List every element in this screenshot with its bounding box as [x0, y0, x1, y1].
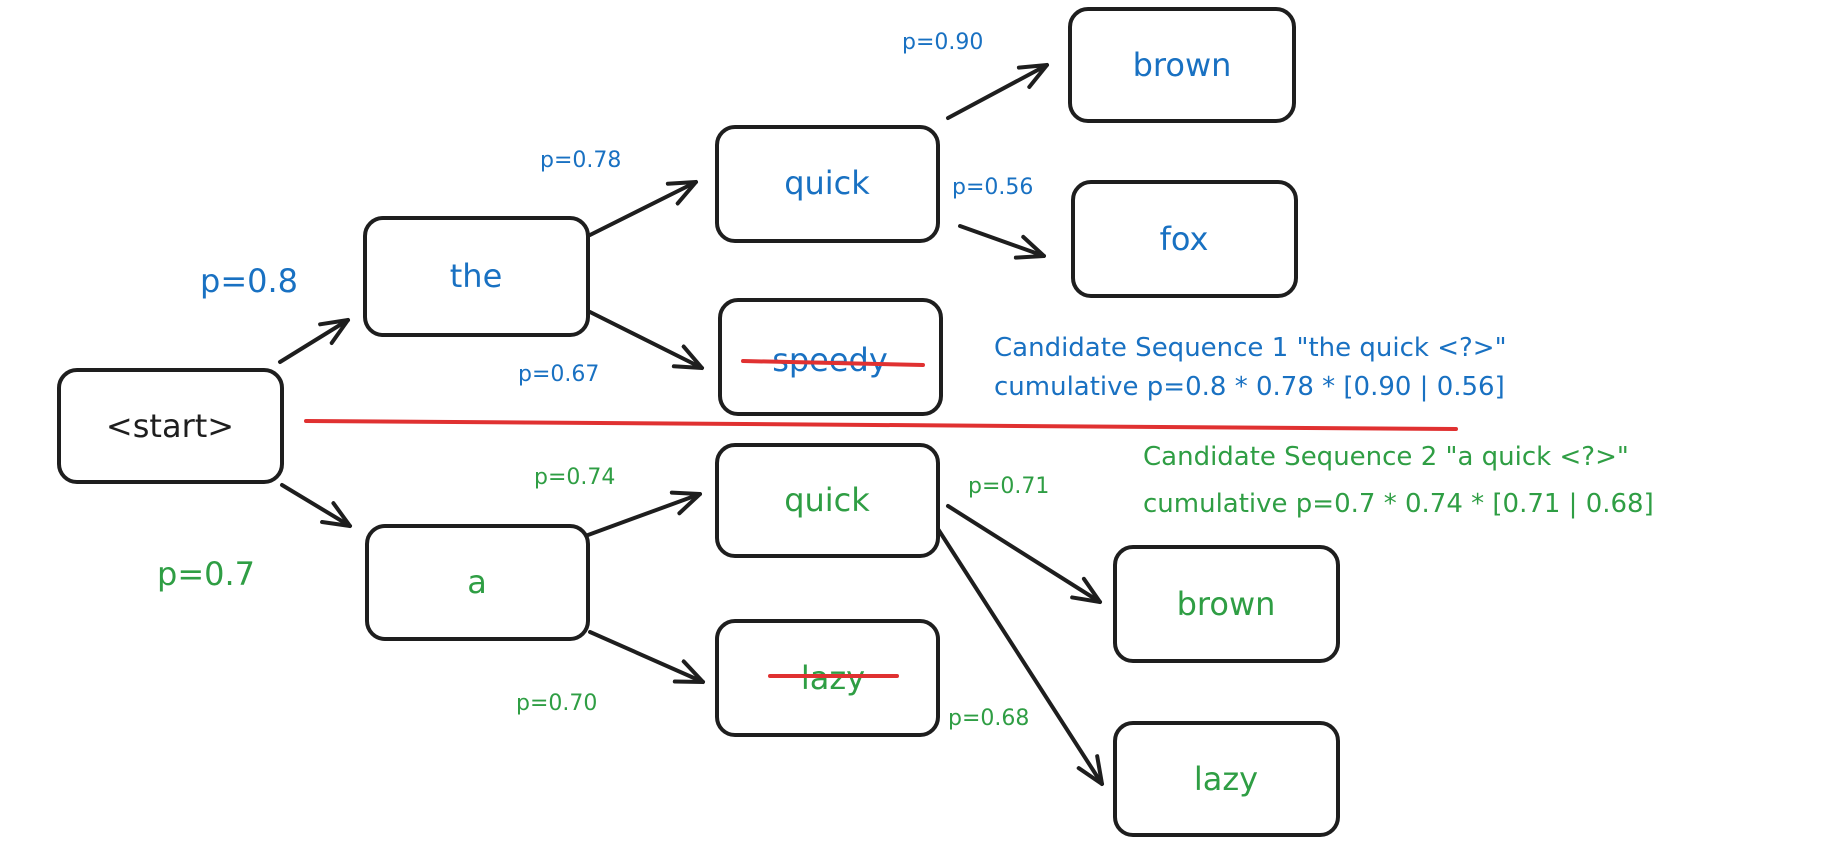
node-label: brown — [1177, 585, 1276, 623]
node-lazy-pruned: lazy — [715, 619, 940, 737]
edge-start-the — [278, 318, 350, 364]
edge-label-quick2-brown: p=0.71 — [968, 474, 1049, 499]
edge-quick2-brown — [946, 504, 1102, 604]
edge-quick-fox — [958, 224, 1046, 260]
edge-label-a-lazy: p=0.70 — [516, 691, 597, 716]
node-label: the — [450, 257, 503, 295]
node-speedy-pruned: speedy — [718, 298, 943, 416]
node-brown-1: brown — [1068, 7, 1296, 123]
node-brown-2: brown — [1113, 545, 1340, 663]
edge-label-quick-brown: p=0.90 — [902, 30, 983, 55]
node-label: quick — [784, 164, 870, 202]
edge-a-lazy — [588, 630, 705, 684]
node-label: <start> — [106, 407, 234, 445]
edge-label-quick2-lazy: p=0.68 — [948, 706, 1029, 731]
node-label: lazy — [1194, 760, 1258, 798]
node-label: fox — [1160, 220, 1209, 258]
edge-a-quick — [586, 490, 702, 537]
node-fox: fox — [1071, 180, 1298, 298]
edge-label-start-a: p=0.7 — [157, 555, 255, 593]
node-quick-1: quick — [715, 125, 940, 243]
node-quick-2: quick — [715, 443, 940, 558]
edge-label-the-quick: p=0.78 — [540, 148, 621, 173]
edge-start-a — [280, 483, 352, 528]
edge-quick-brown — [946, 63, 1049, 120]
edge-quick2-lazy — [936, 527, 1104, 786]
candidate-2-title: Candidate Sequence 2 "a quick <?>" — [1143, 442, 1629, 472]
node-lazy-2: lazy — [1113, 721, 1340, 837]
edges — [278, 63, 1104, 786]
strikethrough — [741, 359, 925, 367]
candidate-2-formula: cumulative p=0.7 * 0.74 * [0.71 | 0.68] — [1143, 489, 1654, 519]
candidate-1-formula: cumulative p=0.8 * 0.78 * [0.90 | 0.56] — [994, 372, 1505, 402]
node-label: a — [467, 563, 487, 601]
candidate-1-title: Candidate Sequence 1 "the quick <?>" — [994, 333, 1507, 363]
beam-separator-line — [304, 419, 1458, 431]
edge-label-quick-fox: p=0.56 — [952, 175, 1033, 200]
node-label: quick — [784, 481, 870, 519]
edge-label-the-speedy: p=0.67 — [518, 362, 599, 387]
node-the: the — [363, 216, 590, 337]
node-start: <start> — [57, 368, 284, 484]
edge-the-speedy — [588, 310, 704, 370]
node-label: speedy — [772, 341, 888, 379]
node-a: a — [365, 524, 590, 641]
edge-label-a-quick: p=0.74 — [534, 465, 615, 490]
edge-label-start-the: p=0.8 — [200, 262, 298, 300]
edge-the-quick — [588, 180, 698, 237]
node-label: brown — [1133, 46, 1232, 84]
